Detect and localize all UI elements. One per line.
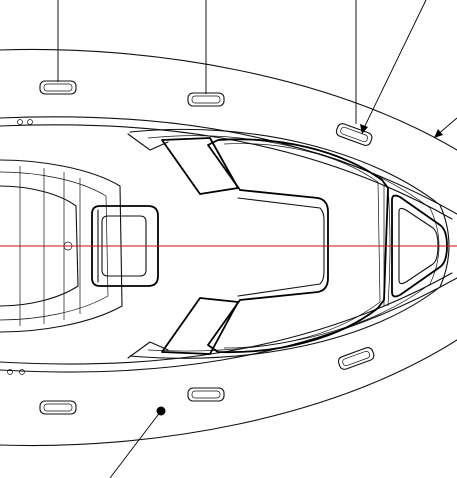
handle-bottom-2-inner (191, 390, 221, 399)
handle-top-2 (187, 92, 225, 107)
leader-line-6-dot (156, 406, 166, 416)
handle-bottom-1 (39, 400, 77, 415)
cleats (7, 119, 33, 375)
leader-line-6 (109, 410, 162, 478)
sunpad-cushion (207, 138, 389, 354)
tube-outer-edge-top (0, 48, 457, 151)
bench-side-bottom (127, 341, 169, 359)
handle-bottom-3 (337, 347, 375, 370)
handle-bottom-3-inner (342, 350, 371, 367)
tube-handles (39, 80, 375, 415)
bench-cushion-top (161, 137, 239, 195)
bench-cushion-bottom (161, 297, 239, 355)
console-seat-inner (101, 215, 147, 277)
cleat-bottom-2 (19, 369, 25, 375)
handle-top-1-inner (43, 83, 73, 92)
deck-outline-inner (147, 135, 440, 352)
leader-line-4-arrow (360, 124, 368, 134)
hull-edge-top-inner (0, 124, 453, 220)
handle-bottom-2 (187, 387, 225, 402)
console-seat (91, 205, 159, 287)
sunpad-cushion-inner (223, 143, 381, 349)
tube-outer-edge-bottom (0, 339, 457, 447)
handle-top-3 (335, 123, 373, 146)
sunpad-step (237, 197, 325, 297)
bench-side-top (127, 133, 169, 151)
handle-top-2-inner (191, 95, 221, 104)
handle-top-1 (39, 80, 77, 95)
leader-line-5-arrow (434, 129, 443, 138)
cleat-top-1 (17, 119, 23, 125)
hull-edge-bottom (0, 277, 457, 373)
cleat-top-2 (27, 119, 33, 125)
handle-top-3-inner (340, 126, 369, 143)
cleat-bottom-1 (7, 369, 13, 375)
leader-line-4 (361, 0, 427, 133)
handle-bottom-1-inner (43, 403, 73, 412)
